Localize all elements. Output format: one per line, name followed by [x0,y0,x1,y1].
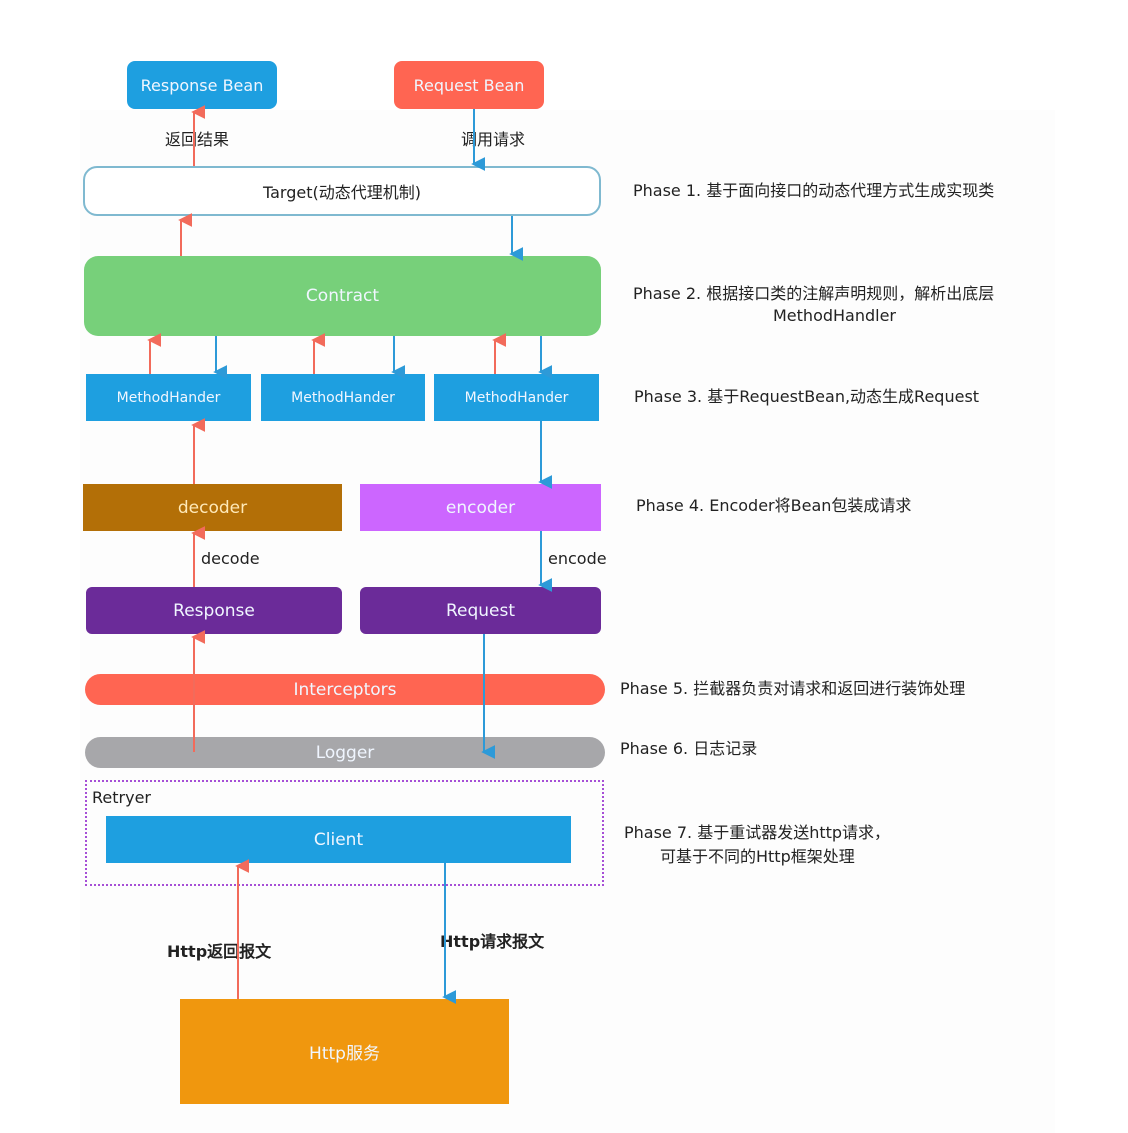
interceptors-node: Interceptors [85,674,605,705]
http-request-msg-label: Http请求报文 [440,932,545,951]
encoder-node: encoder [360,484,601,531]
contract-node: Contract [84,256,601,336]
phase-6-description: Phase 6. 日志记录 [620,739,758,758]
return-result-label: 返回结果 [165,130,230,149]
phase-4-description: Phase 4. Encoder将Bean包装成请求 [636,496,912,515]
request-node: Request [360,587,601,634]
response-bean-node: Response Bean [127,61,277,109]
retryer-label: Retryer [92,788,151,807]
logger-node: Logger [85,737,605,768]
method-handler-node: MethodHander [86,374,251,421]
phase-2-description: Phase 2. 根据接口类的注解声明规则，解析出底层 [633,284,995,303]
phase-2-description-line2: MethodHandler [773,306,897,325]
request-bean-node: Request Bean [394,61,544,109]
phase-7-description-line2: 可基于不同的Http框架处理 [660,847,855,866]
phase-3-description: Phase 3. 基于RequestBean,动态生成Request [634,387,980,406]
encode-label: encode [548,549,607,568]
decoder-node: decoder [83,484,342,531]
client-node: Client [106,816,571,863]
target-node: Target(动态代理机制) [83,166,601,216]
phase-7-description: Phase 7. 基于重试器发送http请求， [624,823,891,842]
http-response-msg-label: Http返回报文 [167,942,272,961]
phase-1-description: Phase 1. 基于面向接口的动态代理方式生成实现类 [633,181,995,200]
retryer-container [85,780,604,886]
http-service-node: Http服务 [180,999,509,1104]
phase-5-description: Phase 5. 拦截器负责对请求和返回进行装饰处理 [620,679,966,698]
invoke-request-label: 调用请求 [461,130,526,149]
method-handler-node: MethodHander [261,374,425,421]
response-node: Response [86,587,342,634]
method-handler-node: MethodHander [434,374,599,421]
decode-label: decode [201,549,260,568]
